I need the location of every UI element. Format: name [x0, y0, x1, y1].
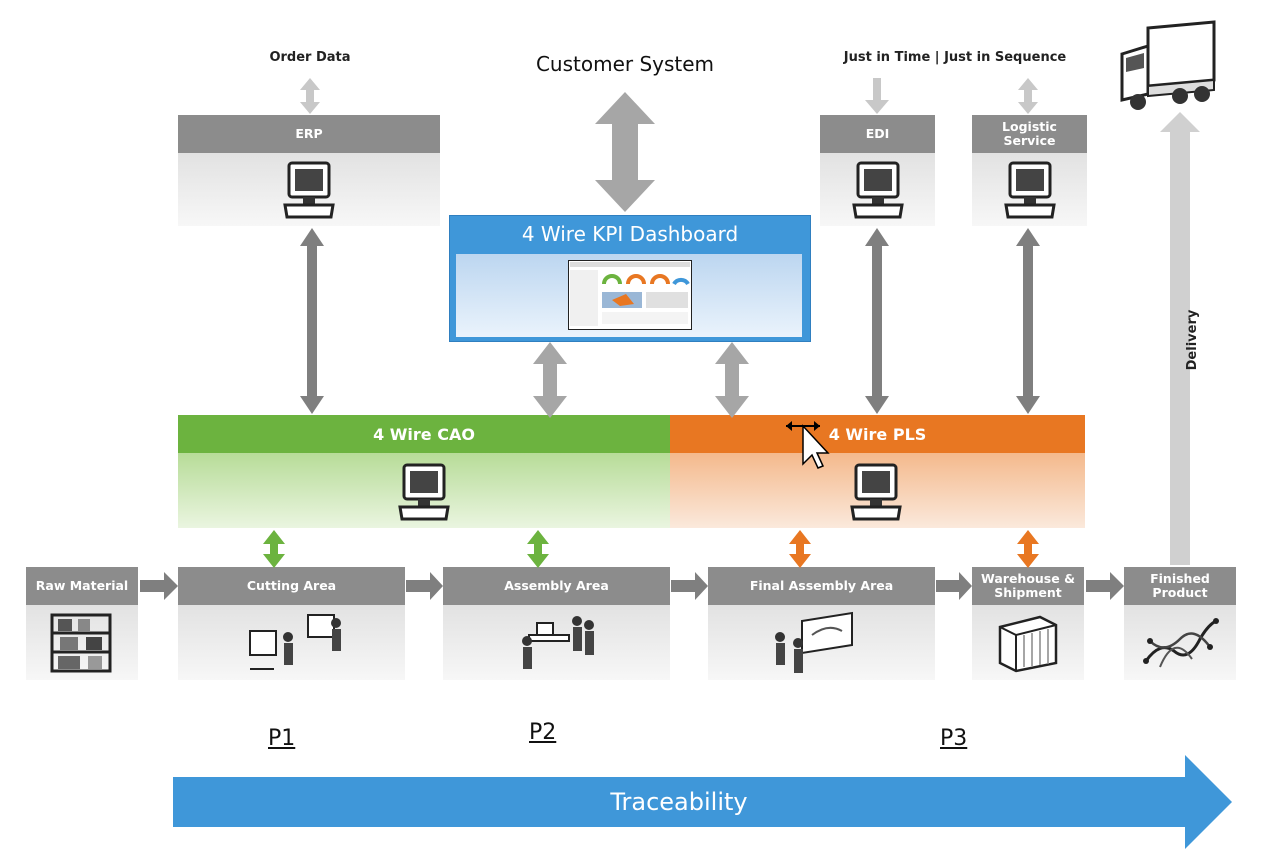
dashboard-pls-arrow: [715, 342, 749, 418]
phase-p3: P3: [940, 726, 968, 751]
dashboard-cao-arrow: [533, 342, 567, 418]
order-data-label: Order Data: [269, 50, 351, 65]
assembly-area-box: Assembly Area: [443, 567, 670, 680]
assembly-area-title: Assembly Area: [443, 567, 670, 605]
pls-band: 4 Wire PLS: [670, 415, 1085, 528]
workers-board-icon: [775, 611, 853, 673]
wire-harness-icon: [1143, 618, 1219, 668]
logistic-service-box: Logistic Service: [972, 115, 1087, 226]
edi-box: EDI: [820, 115, 935, 226]
customer-system-label: Customer System: [535, 52, 715, 76]
logistic-service-title: Logistic Service: [972, 115, 1087, 153]
raw-material-box: Raw Material: [26, 567, 138, 680]
erp-cao-arrow: [300, 228, 324, 414]
delivery-label: Delivery: [1185, 309, 1200, 371]
computer-icon: [283, 161, 335, 219]
traceability-arrow: [173, 755, 1232, 849]
cutting-area-title: Cutting Area: [178, 567, 405, 605]
pls-warehouse-arrow: [1017, 530, 1039, 568]
traceability-label: Traceability: [610, 788, 748, 816]
final-assembly-area-box: Final Assembly Area: [708, 567, 935, 680]
final-assembly-area-title: Final Assembly Area: [708, 567, 935, 605]
jit-edi-arrow: [865, 78, 889, 114]
cao-title: 4 Wire CAO: [178, 415, 670, 453]
workers-machine-icon: [249, 614, 341, 670]
erp-title: ERP: [178, 115, 440, 153]
dashboard-screenshot-icon: [568, 260, 692, 330]
phase-p2: P2: [529, 720, 557, 745]
computer-icon: [1004, 161, 1056, 219]
container-icon: [998, 615, 1058, 673]
phase-p1: P1: [268, 726, 296, 751]
warehouse-shipment-box: Warehouse & Shipment: [972, 567, 1084, 680]
truck-icon: [1120, 20, 1216, 110]
cao-band: 4 Wire CAO: [178, 415, 670, 528]
kpi-dashboard: 4 Wire KPI Dashboard: [449, 215, 811, 342]
edi-title: EDI: [820, 115, 935, 153]
edi-pls-arrow: [865, 228, 889, 414]
order-data-arrow: [300, 78, 320, 114]
erp-box: ERP: [178, 115, 440, 226]
pls-final-arrow: [789, 530, 811, 568]
raw-material-title: Raw Material: [26, 567, 138, 605]
computer-icon: [398, 463, 450, 521]
cursor-icon: [786, 421, 830, 469]
cutting-area-box: Cutting Area: [178, 567, 405, 680]
workers-desk-icon: [522, 616, 594, 669]
delivery-arrow: [1160, 112, 1200, 565]
finished-product-title: Finished Product: [1124, 567, 1236, 605]
pls-title: 4 Wire PLS: [670, 415, 1085, 453]
warehouse-shipment-title: Warehouse & Shipment: [972, 567, 1084, 605]
process-arrows: [140, 572, 1124, 600]
dashboard-title: 4 Wire KPI Dashboard: [521, 222, 739, 246]
shelf-icon: [50, 613, 112, 673]
jit-jis-label: Just in Time | Just in Sequence: [843, 50, 1067, 65]
cao-assembly-arrow: [527, 530, 549, 568]
customer-system-arrow: [595, 92, 655, 212]
finished-product-box: Finished Product: [1124, 567, 1236, 680]
logistic-pls-arrow: [1016, 228, 1040, 414]
computer-icon: [850, 463, 902, 521]
logistic-arrow: [1018, 78, 1038, 114]
cao-cutting-arrow: [263, 530, 285, 568]
computer-icon: [852, 161, 904, 219]
